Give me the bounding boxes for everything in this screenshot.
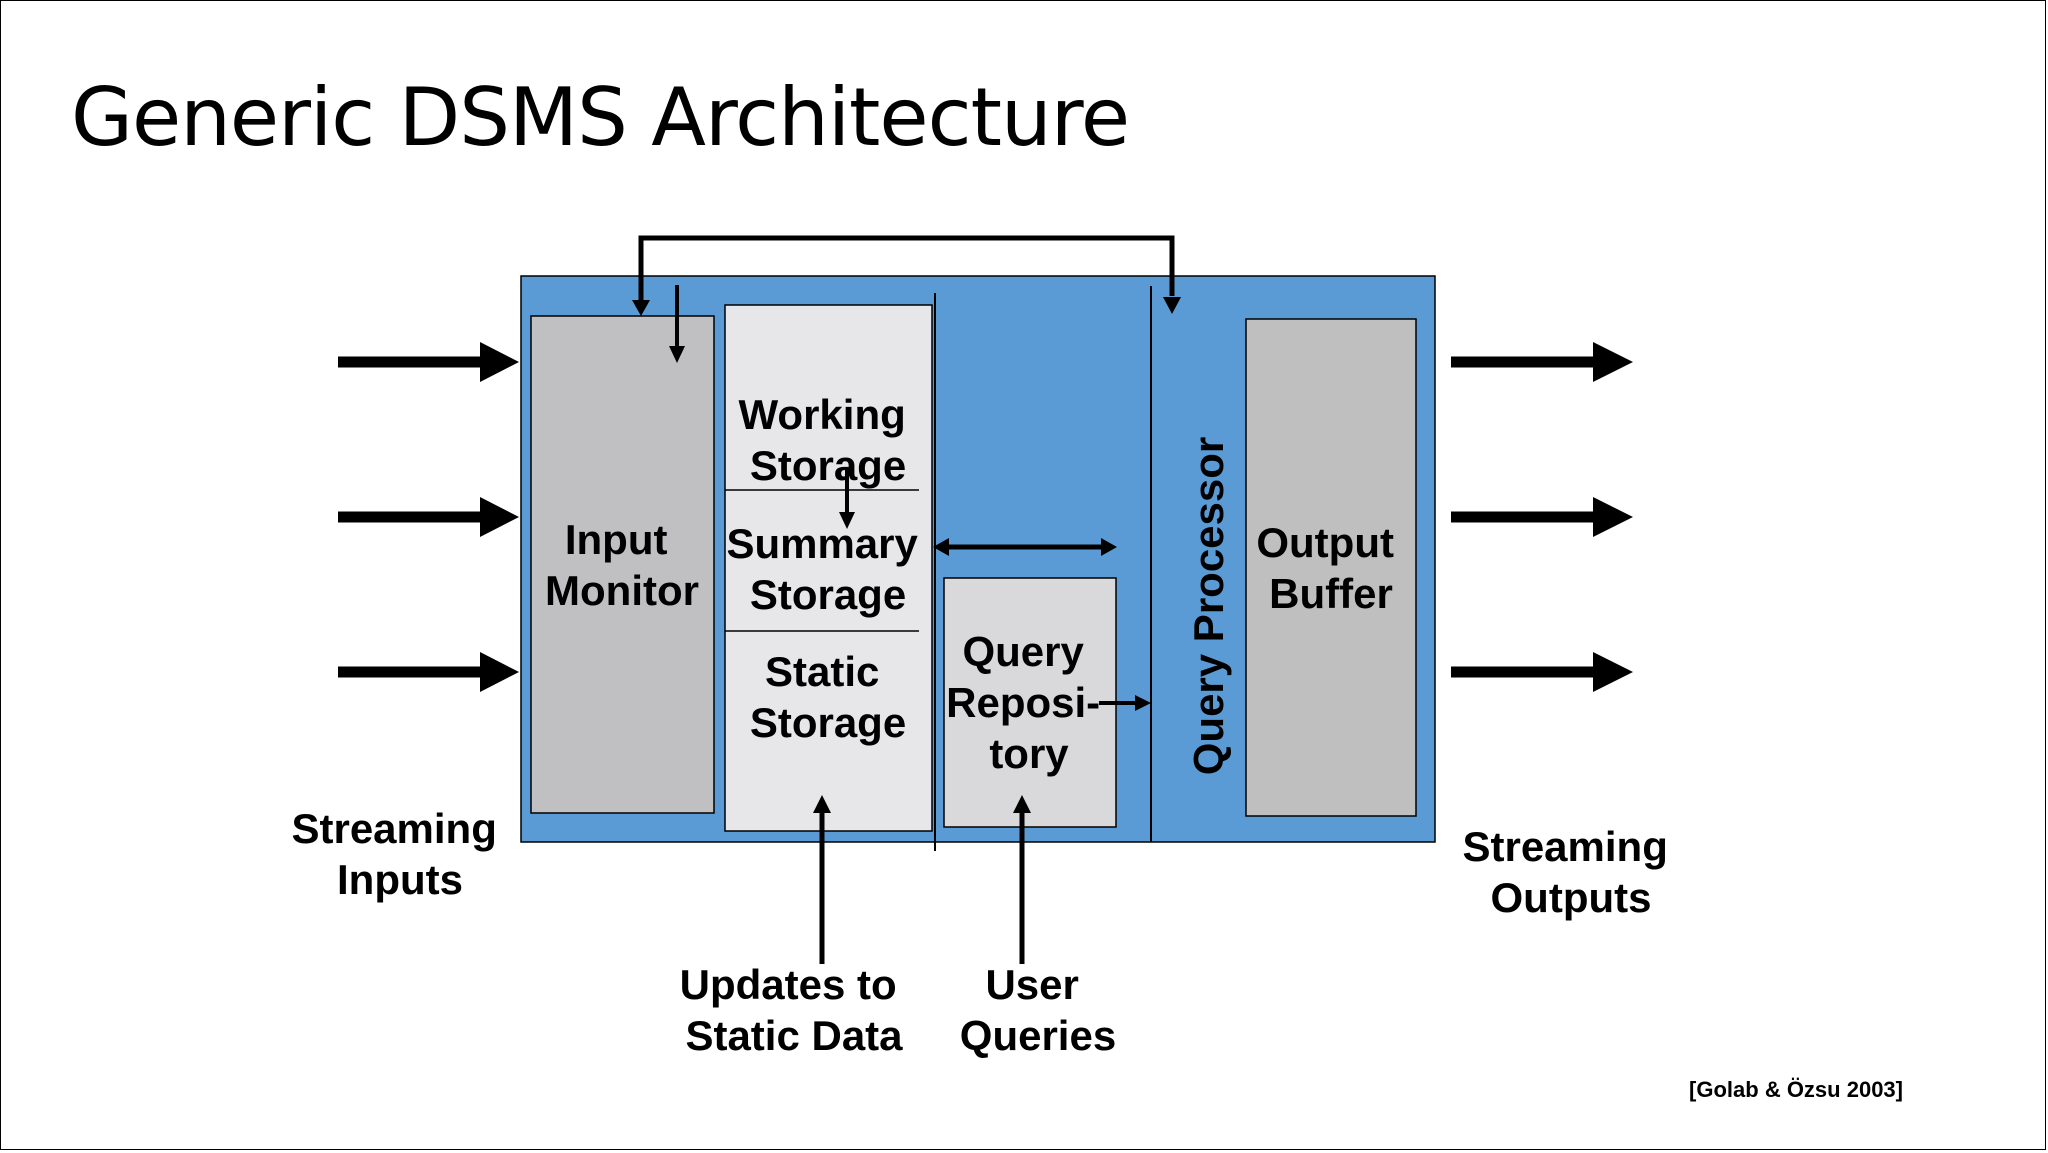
summary-storage-label: Summary Storage	[726, 520, 929, 618]
citation: [Golab & Özsu 2003]	[1689, 1077, 1903, 1102]
input-monitor-label: Input Monitor	[545, 516, 699, 614]
updates-static-label: Updates to Static Data	[680, 961, 909, 1059]
storage-processor-arrowhead-left	[933, 538, 949, 556]
output-buffer-label: Output Buffer	[1256, 519, 1405, 617]
output-buffer-box	[1245, 318, 1417, 817]
streaming-inputs-label: Streaming Inputs	[291, 805, 508, 903]
user-queries-arrowhead	[1013, 795, 1031, 813]
slide-title: Generic DSMS Architecture	[71, 71, 1130, 164]
query-processor-label: Query Processor	[1185, 437, 1232, 776]
feedback-arrowhead-left	[632, 300, 650, 316]
working-to-summary-arrowhead	[839, 512, 855, 529]
feedback-arrowhead-right	[1163, 297, 1181, 314]
repository-to-processor-arrowhead	[1135, 695, 1151, 711]
feedback-loop-line	[638, 235, 1175, 311]
static-storage-label: Static Storage	[750, 648, 906, 746]
storage-processor-arrowhead-right	[1101, 538, 1117, 556]
query-repository-label: Query Reposi- tory	[946, 628, 1112, 777]
storage-box	[724, 304, 933, 832]
updates-static-arrowhead	[813, 795, 831, 813]
streaming-outputs-label: Streaming Outputs	[1462, 823, 1679, 921]
streaming-input-arrows	[338, 342, 519, 692]
streaming-output-arrows	[1451, 342, 1633, 692]
monitor-internal-arrowhead	[669, 346, 685, 363]
working-storage-label: Working Storage	[739, 391, 918, 489]
input-monitor-box	[530, 315, 715, 814]
user-queries-label: User Queries	[960, 961, 1116, 1059]
